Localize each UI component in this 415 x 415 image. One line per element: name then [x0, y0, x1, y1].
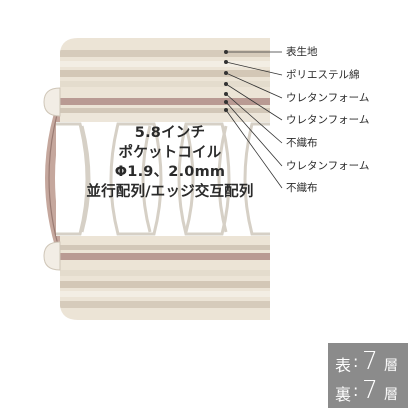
leader-dot-2 — [223, 60, 228, 65]
bottom-stripe-2 — [60, 270, 270, 276]
coil-1 — [56, 122, 89, 236]
leader-dot-5 — [223, 92, 228, 97]
back-layer-unit: 層 — [384, 387, 398, 403]
bottom-stripe-3 — [60, 281, 270, 288]
leader-line-7 — [225, 109, 283, 189]
coil-spec-type: ポケットコイル — [118, 144, 222, 161]
leader-line-4 — [225, 83, 283, 121]
bottom-stripe-1 — [60, 245, 270, 250]
coil-spec-arrangement: 並行配列/エッジ交互配列 — [86, 183, 254, 200]
bottom-stripe-5 — [60, 301, 270, 308]
layer-label-5: 不織布 — [286, 137, 318, 149]
layer-label-4: ウレタンフォーム — [286, 114, 370, 126]
layer-count-badge: 表 : 7 層 裏 : 7 層 — [328, 343, 408, 408]
layer-label-1: 表生地 — [286, 46, 318, 58]
front-layer-unit: 層 — [384, 358, 398, 374]
top-stripe-3 — [60, 70, 270, 77]
bottom-edge-bump — [43, 241, 61, 271]
leader-line-2 — [225, 61, 283, 76]
front-colon: : — [353, 352, 359, 371]
leader-dot-7 — [223, 108, 228, 113]
bottom-layer-stack — [60, 236, 270, 320]
layer-label-2: ポリエステル綿 — [286, 69, 360, 81]
side-edge-band — [45, 100, 66, 256]
leader-line-5 — [225, 93, 283, 144]
top-stripe-2 — [60, 61, 270, 67]
leader-dot-1 — [223, 50, 228, 55]
layer-label-6: ウレタンフォーム — [286, 160, 370, 172]
back-colon: : — [353, 381, 359, 400]
front-layer-number: 7 — [362, 346, 378, 375]
back-side-label: 裏 — [335, 385, 352, 404]
coil-gap-4 — [217, 125, 228, 233]
top-rose-stripe — [60, 98, 270, 105]
coil-gap-2 — [141, 125, 152, 233]
front-side-label: 表 — [335, 356, 352, 375]
bottom-stripe-4 — [60, 291, 270, 297]
leader-dot-4 — [223, 82, 228, 87]
bottom-rose-stripe — [60, 253, 270, 260]
coil-spec: 5.8インチ ポケットコイル Φ1.9、2.0mm 並行配列/エッジ交互配列 — [40, 124, 300, 202]
back-layer-number: 7 — [362, 375, 378, 404]
coil-gap-3 — [184, 125, 195, 233]
coil-gap-1 — [80, 125, 91, 233]
top-edge-bump — [43, 87, 61, 117]
coil-spec-size: 5.8インチ — [134, 125, 206, 141]
pocket-coil-layer — [56, 122, 270, 236]
leader-line-6 — [225, 101, 283, 167]
leader-dot-3 — [223, 71, 228, 76]
coil-2 — [109, 122, 163, 236]
top-stripe-5 — [60, 108, 270, 113]
side-edge-highlight — [48, 103, 61, 253]
coil-spec-wire: Φ1.9、2.0mm — [114, 164, 226, 180]
top-layer-stack — [60, 38, 270, 122]
leader-line-3 — [225, 72, 283, 99]
layer-label-7: 不織布 — [286, 182, 318, 194]
top-stripe-1 — [60, 50, 270, 57]
layer-label-3: ウレタンフォーム — [286, 92, 370, 104]
leader-dot-6 — [223, 100, 228, 105]
coil-4 — [243, 122, 270, 236]
top-stripe-4 — [60, 81, 270, 87]
